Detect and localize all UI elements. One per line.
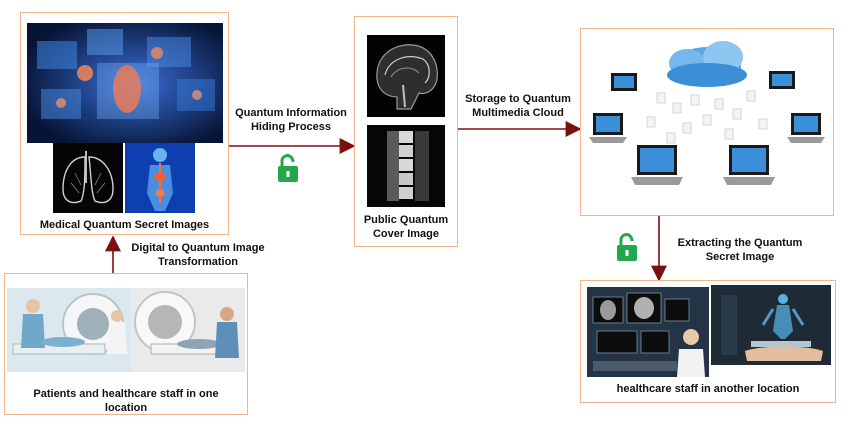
public-cover-caption-line2: Cover Image [372,228,440,240]
transform-label-line1: Digital to Quantum Image [131,242,265,254]
hologram-hand-image [711,285,831,365]
remote-healthcare-caption: healthcare staff in another location [616,383,800,395]
extracting-label: Extracting the Quantum Secret Image [660,236,820,264]
extracting-label-line1: Extracting the Quantum [677,237,803,249]
unlock-icon [278,154,298,182]
patients-caption-line1: Patients and healthcare staff in one [33,388,219,400]
transform-label: Digital to Quantum Image Transformation [118,241,278,269]
cloud-storage-box [580,28,834,216]
medical-hologram-image [27,23,223,143]
medical-secret-caption: Medical Quantum Secret Images [39,219,210,231]
patients-box: Patients and healthcare staff in one loc… [4,273,248,415]
extracting-label-line2: Secret Image [705,251,775,263]
medical-secret-images-box: Medical Quantum Secret Images [20,12,229,235]
brain-mri-image [367,35,445,117]
doctor-monitors-image [587,287,709,377]
ct-scanner-image [131,288,245,372]
public-cover-image-box: Public Quantum Cover Image [354,16,458,247]
transform-label-line2: Transformation [157,256,239,268]
cloud-laptops-image [587,33,827,209]
cloud-icon [667,41,747,87]
lung-xray-image [53,143,123,213]
storage-label-line2: Multimedia Cloud [472,107,564,119]
laptop-icons [589,71,825,185]
hiding-label-line1: Quantum Information [235,107,347,119]
hiding-label-line2: Hiding Process [250,121,332,133]
patients-caption-line2: location [104,402,148,414]
unlock-icon [617,233,637,261]
hiding-label: Quantum Information Hiding Process [226,106,356,134]
mri-scanner-image [7,288,131,372]
body-anatomy-image [125,143,195,213]
storage-label-line1: Storage to Quantum [465,93,571,105]
public-cover-caption-line1: Public Quantum [363,214,449,226]
spine-mri-image [367,125,445,207]
remote-healthcare-box: healthcare staff in another location [580,280,836,403]
storage-label: Storage to Quantum Multimedia Cloud [454,92,582,120]
